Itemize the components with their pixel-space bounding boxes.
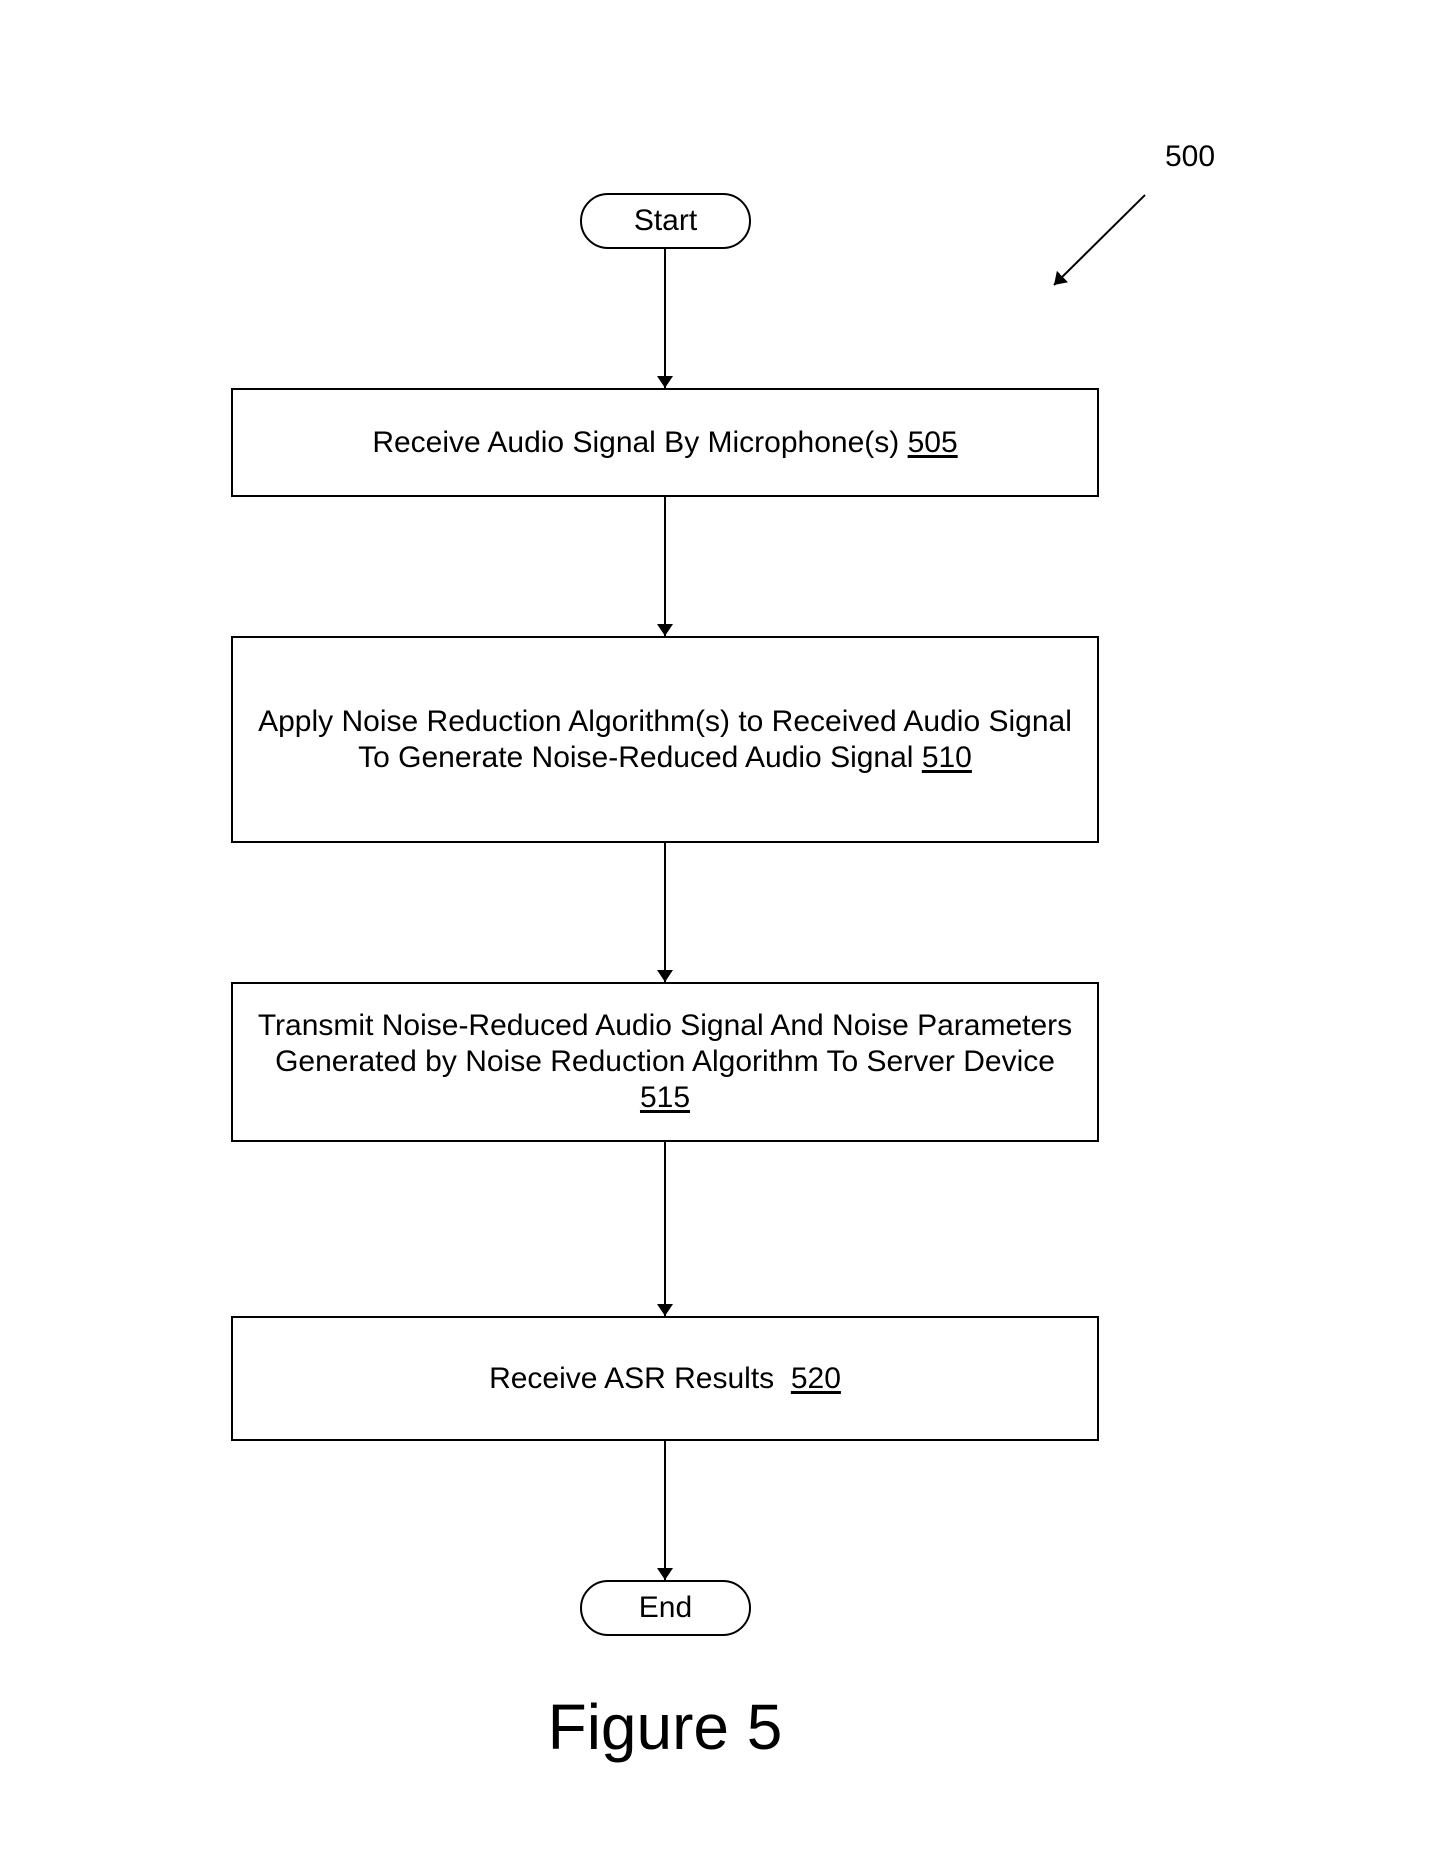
- end-terminal: End: [580, 1580, 751, 1636]
- step-505-text: Receive Audio Signal By Microphone(s): [372, 426, 899, 459]
- step-510-line-1: Apply Noise Reduction Algorithm(s) to Re…: [258, 704, 1072, 740]
- step-515-line-2: Generated by Noise Reduction Algorithm T…: [275, 1044, 1055, 1080]
- arrow-diagram-ref: [1054, 195, 1145, 285]
- step-510-ref: 510: [922, 741, 972, 774]
- step-520: Receive ASR Results 520: [231, 1316, 1099, 1441]
- step-515-ref: 515: [640, 1081, 690, 1114]
- start-terminal: Start: [580, 193, 751, 249]
- start-label: Start: [634, 204, 697, 238]
- end-label: End: [639, 1591, 692, 1625]
- diagram-reference-number: 500: [1165, 140, 1215, 174]
- step-505-ref: 505: [908, 426, 958, 459]
- step-505: Receive Audio Signal By Microphone(s) 50…: [231, 388, 1099, 497]
- step-520-ref: 520: [791, 1362, 841, 1395]
- step-520-text: Receive ASR Results: [489, 1362, 774, 1395]
- step-515-line-1: Transmit Noise-Reduced Audio Signal And …: [258, 1008, 1072, 1044]
- figure-caption: Figure 5: [465, 1690, 865, 1764]
- step-510-line-2: To Generate Noise-Reduced Audio Signal: [358, 741, 913, 774]
- step-515: Transmit Noise-Reduced Audio Signal And …: [231, 982, 1099, 1142]
- step-510: Apply Noise Reduction Algorithm(s) to Re…: [231, 636, 1099, 843]
